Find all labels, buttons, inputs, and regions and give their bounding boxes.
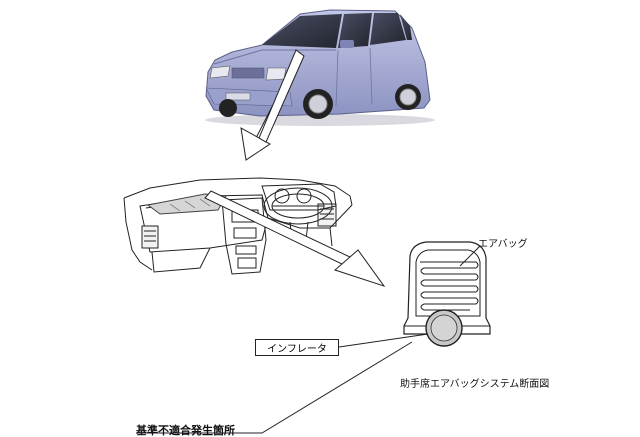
cross-section-caption: 助手席エアバッグシステム断面図	[400, 379, 550, 390]
folded-airbag	[420, 261, 479, 311]
arrow-dashboard-to-section	[204, 190, 386, 287]
leader-defect	[136, 341, 413, 434]
arrow-car-to-dashboard	[240, 49, 305, 161]
airbag-cross-section	[403, 241, 491, 347]
defect-location-label: 基準不適合発生箇所	[136, 424, 235, 437]
leader-inflator	[338, 333, 429, 348]
car-illustration	[205, 9, 435, 126]
inflator-label: インフレータ	[255, 339, 339, 356]
leader-lines	[136, 245, 481, 434]
dashboard-drawing	[123, 177, 353, 275]
leader-airbag	[459, 245, 481, 267]
airbag-label: エアバッグ	[478, 239, 528, 250]
inflator-label-text: インフレータ	[267, 344, 327, 355]
